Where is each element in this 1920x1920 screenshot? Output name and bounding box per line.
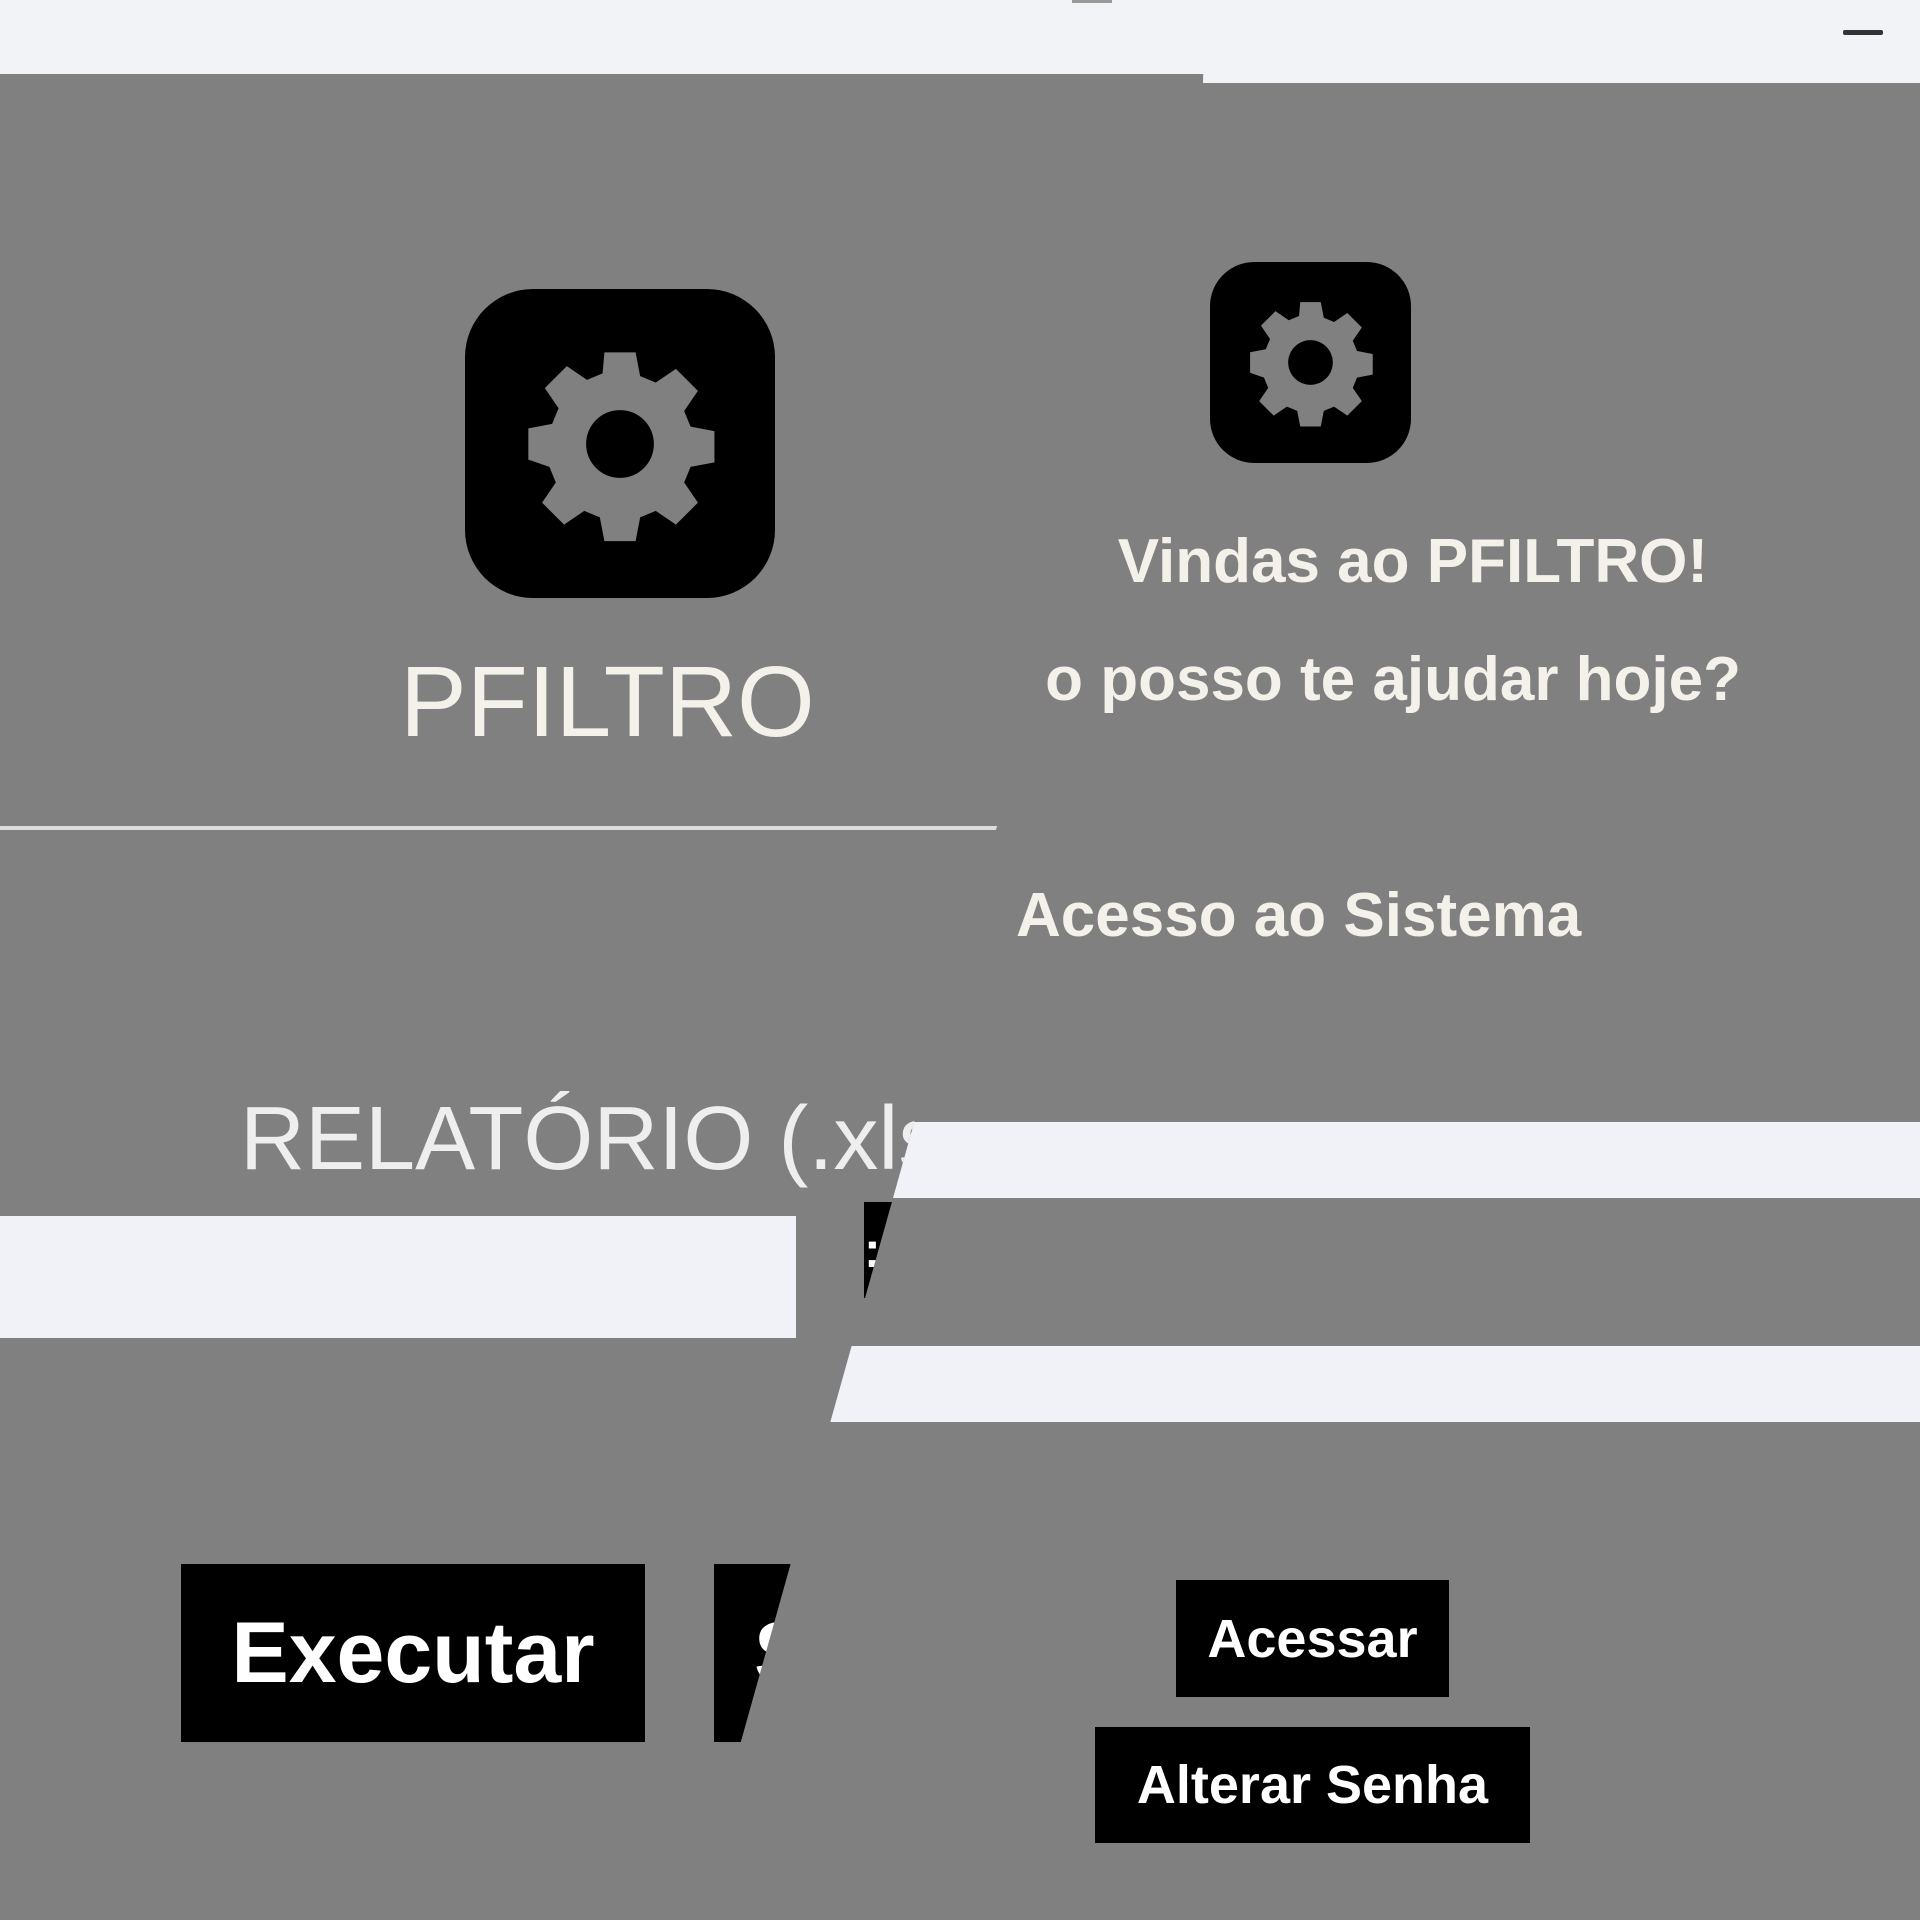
access-button[interactable]: Acessar: [1176, 1580, 1449, 1697]
app-title: PFILTRO: [400, 646, 815, 758]
titlebar-handle: [1072, 0, 1112, 3]
change-password-button[interactable]: Alterar Senha: [1095, 1727, 1530, 1843]
section-title: Acesso ao Sistema: [1016, 881, 1582, 950]
app-logo: [465, 289, 775, 598]
divider: [0, 826, 1000, 830]
report-path-input[interactable]: [0, 1216, 796, 1338]
help-question: o posso te ajudar hoje?: [1045, 645, 1741, 714]
welcome-text: Vindas ao PFILTRO!: [1117, 527, 1708, 596]
minimize-icon[interactable]: [1843, 30, 1883, 35]
login-logo: [1210, 262, 1411, 463]
gear-icon: [1250, 302, 1373, 427]
report-label: RELATÓRIO (.xlsx: [240, 1089, 989, 1189]
password-input[interactable]: [691, 1346, 1920, 1422]
login-titlebar: [1203, 0, 1920, 83]
gear-icon: [528, 351, 715, 541]
execute-button[interactable]: Executar: [181, 1564, 645, 1742]
